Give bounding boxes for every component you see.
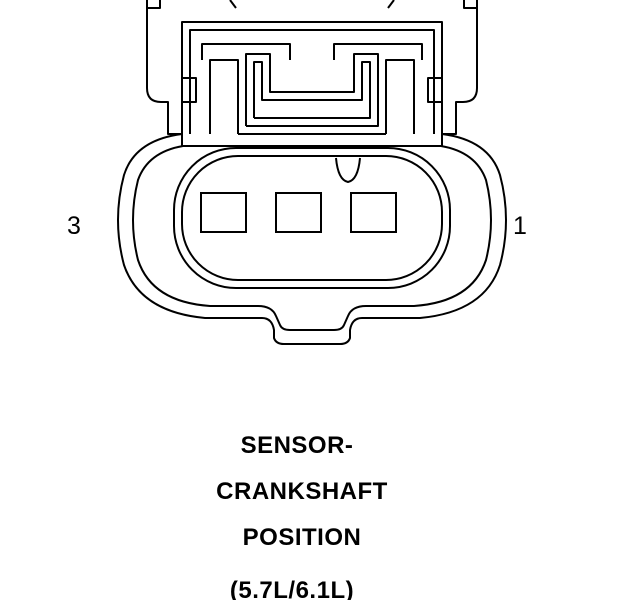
latch-side-tabs [182,77,442,103]
cavity-outer [173,147,451,289]
latch-housing-outline [146,0,478,135]
terminal-cavity-1 [350,192,397,233]
latch-inner-frame [189,29,435,134]
key-notch [335,157,361,183]
connector-mid-outline [132,145,492,331]
connector-outer-outline [117,133,507,345]
terminal-cavity-3 [200,192,247,233]
latch-center-detail [201,43,423,135]
terminal-cavity-2 [275,192,322,233]
connector-caption: SENSOR- CRANKSHAFT POSITION (5.7L/6.1L) [216,432,388,600]
caption-line-3: POSITION [243,524,362,551]
caption-line-2: CRANKSHAFT [216,478,388,505]
caption-line-4: (5.7L/6.1L) [230,577,354,600]
latch-block [181,21,443,147]
pin-label-right: 1 [513,212,527,240]
cavity-inner [181,155,443,281]
pin-label-left: 3 [67,212,81,240]
terminal-cavities [200,192,397,233]
connector-body [117,0,507,345]
caption-line-1: SENSOR- [241,432,354,459]
